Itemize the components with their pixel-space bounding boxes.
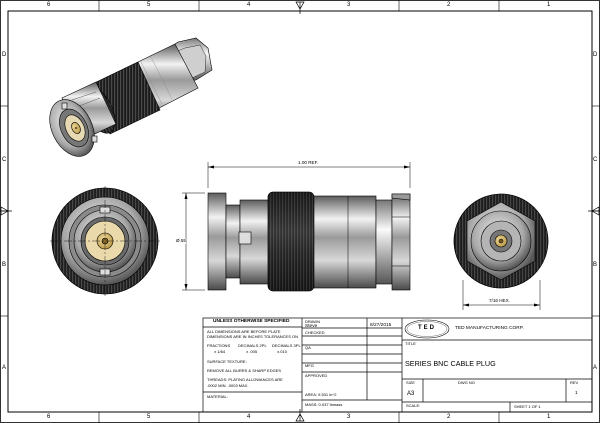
zone-right-b: B [593, 262, 598, 268]
drawn-by: Steve [305, 324, 318, 329]
mfg-label: MFG [305, 363, 314, 368]
area-value: AREA: 9.531 in^2 [305, 392, 337, 397]
side-view [207, 191, 411, 292]
zone-left-c: C [2, 157, 7, 163]
zone-left-b: B [2, 262, 7, 268]
back-view [453, 193, 549, 289]
drawn-date: 8/27/2015 [370, 323, 392, 328]
notes-decimals2-value: ± .005 [246, 349, 258, 354]
checked-label: CHECKED [305, 330, 325, 335]
zone-bottom-2: 2 [447, 414, 451, 420]
notes-threads2: .0002 MIN. .0003 MAX. [207, 383, 249, 388]
notes-line1: ALL DIMENSIONS ARE BEFORE PLATE [207, 329, 281, 334]
company-name: TED MANUFACTURING CORP. [455, 326, 524, 331]
front-view [50, 186, 160, 296]
title-block [202, 317, 593, 413]
notes-fractions-value: ± 1/64 [214, 349, 226, 354]
zone-left-d: D [2, 52, 7, 58]
zone-top-5: 5 [147, 2, 151, 8]
scale-label: SCALE: [406, 403, 421, 408]
zone-top-2: 2 [447, 2, 451, 8]
qa-label: QA [305, 345, 311, 350]
notes-decimals3-label: DECIMALS 3PL [272, 343, 301, 348]
approved-label: APPROVED [305, 373, 328, 378]
drawing-title: SERIES BNC CABLE PLUG [405, 359, 496, 368]
isometric-view [49, 37, 213, 157]
zone-top-4: 4 [247, 2, 251, 8]
notes-threads1: THREADS: PLATING ALLOWANCES ARE [207, 377, 283, 382]
size-label: SIZE [406, 380, 415, 385]
notes-burrs: REMOVE ALL BURRS & SHARP EDGES [207, 368, 282, 373]
zone-bottom-1: 1 [547, 414, 551, 420]
zone-bottom-6: 6 [47, 414, 51, 420]
zone-right-a: A [593, 365, 598, 371]
dimension-hex: 7/16 HEX. [488, 298, 511, 304]
notes-decimals3-value: ±.010 [277, 349, 287, 354]
zone-right-c: C [593, 157, 598, 163]
company-logo [404, 319, 450, 339]
rev-label: REV [570, 380, 579, 385]
notes-decimals2-label: DECIMALS 2PL [238, 343, 267, 348]
notes-header: UNLESS OTHERWISE SPECIFIED [213, 319, 290, 324]
zone-bottom-3: 3 [347, 414, 351, 420]
title-label: TITLE [405, 341, 416, 346]
zone-right-d: D [593, 52, 598, 58]
zone-left-a: A [2, 365, 7, 371]
notes-material: MATERIAL: [207, 394, 228, 399]
dimension-lines [182, 162, 541, 310]
notes-line2: DIMENSIONS ARE IN INCHES TOLERANCES ON [207, 334, 298, 339]
logo-letters: TED [418, 325, 436, 331]
dwg-no-label: DWG NO [458, 380, 475, 385]
mass-value: MASS: 0.037 lbmass [305, 402, 343, 407]
dimension-length: 1.00 REF. [297, 160, 320, 166]
drawn-label: DRAWN [305, 319, 320, 324]
zone-top-6: 6 [47, 2, 51, 8]
rev-value: 1 [575, 391, 578, 396]
zone-bottom-5: 5 [147, 414, 151, 420]
notes-surface-texture: SURFACE TEXTURE: [207, 359, 247, 364]
zone-top-3: 3 [347, 2, 351, 8]
zone-top-1: 1 [547, 2, 551, 8]
dimension-diameter: Ø.55 [176, 238, 186, 244]
size-value: A3 [407, 391, 415, 397]
sheet-info: SHEET 1 OF 1 [514, 404, 541, 409]
zone-bottom-4: 4 [247, 414, 251, 420]
notes-fractions-label: FRACTIONS [207, 343, 231, 348]
